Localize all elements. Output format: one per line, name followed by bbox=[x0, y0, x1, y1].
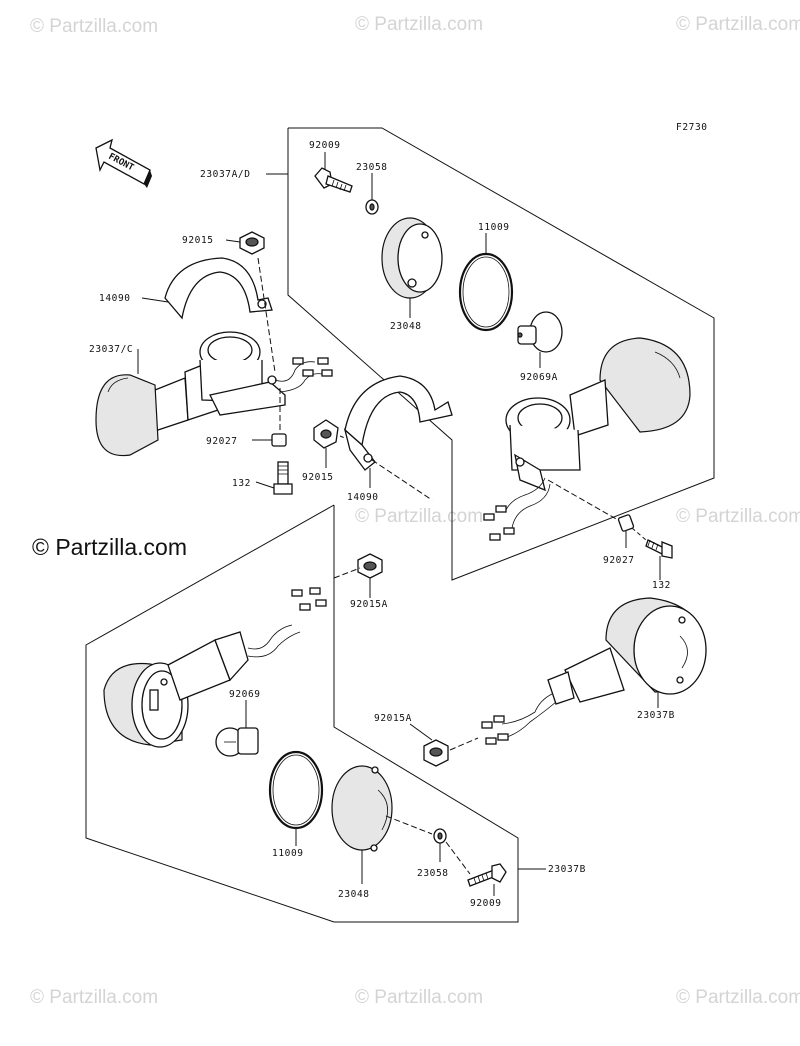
gasket-11009-top bbox=[458, 252, 514, 332]
turn-signal-lower-left bbox=[103, 587, 327, 748]
label-92069: 92069 bbox=[229, 689, 261, 700]
leader-lines bbox=[137, 152, 661, 896]
watermark-bottom-left: © Partzilla.com bbox=[30, 987, 158, 1008]
label-23037c: 23037/C bbox=[89, 344, 133, 355]
outline-upper-assembly bbox=[287, 127, 715, 581]
label-23048-top: 23048 bbox=[390, 321, 422, 332]
label-23037a-d: 23037A/D bbox=[200, 169, 251, 180]
figure-code: F2730 bbox=[676, 122, 708, 133]
watermark-bottom-right: © Partzilla.com bbox=[676, 987, 800, 1008]
label-92027-right: 92027 bbox=[603, 555, 635, 566]
screw-92009-bottom bbox=[467, 863, 507, 887]
label-132-left: 132 bbox=[232, 478, 251, 489]
label-92009-top: 92009 bbox=[309, 140, 341, 151]
bolt-132-right bbox=[645, 539, 673, 559]
turn-signal-23037a-d bbox=[483, 337, 691, 541]
outline-lower-assembly bbox=[85, 504, 519, 923]
watermark-bottom-center: © Partzilla.com bbox=[355, 987, 483, 1008]
label-92027-left: 92027 bbox=[206, 436, 238, 447]
collar-92027-right bbox=[617, 514, 635, 532]
label-132-right: 132 bbox=[652, 580, 671, 591]
label-92015-left: 92015 bbox=[182, 235, 214, 246]
label-92009-bottom: 92009 bbox=[470, 898, 502, 909]
front-arrow-icon: FRONT bbox=[95, 138, 152, 188]
label-11009-bottom: 11009 bbox=[272, 848, 304, 859]
clamp-14090-mid bbox=[343, 375, 453, 471]
gasket-11009-bottom bbox=[268, 750, 324, 830]
bulb-92069a bbox=[517, 311, 563, 353]
collar-92027-left bbox=[271, 433, 287, 447]
watermark-top-left: © Partzilla.com bbox=[30, 16, 158, 37]
watermark-mid-right: © Partzilla.com bbox=[676, 506, 800, 527]
clamp-14090-left bbox=[164, 257, 273, 320]
turn-signal-23037b bbox=[481, 597, 707, 745]
screw-92009-top bbox=[314, 167, 353, 193]
turn-signal-23037c bbox=[95, 331, 333, 457]
watermark-mid-center: © Partzilla.com bbox=[355, 506, 483, 527]
label-14090-left: 14090 bbox=[99, 293, 131, 304]
label-23048-bottom: 23048 bbox=[338, 889, 370, 900]
label-92015-mid: 92015 bbox=[302, 472, 334, 483]
nut-92015-mid bbox=[313, 419, 339, 449]
label-11009-top: 11009 bbox=[478, 222, 510, 233]
label-23037b-right: 23037B bbox=[637, 710, 675, 721]
bolt-132-left bbox=[273, 461, 293, 495]
watermark-top-center: © Partzilla.com bbox=[355, 14, 483, 35]
label-23058-top: 23058 bbox=[356, 162, 388, 173]
watermark-large: © Partzilla.com bbox=[32, 534, 187, 560]
lens-23048-top bbox=[381, 217, 443, 299]
label-92069a: 92069A bbox=[520, 372, 558, 383]
nut-92015-left bbox=[239, 231, 265, 255]
label-14090-mid: 14090 bbox=[347, 492, 379, 503]
label-23037b-bottom: 23037B bbox=[548, 864, 586, 875]
watermark-top-right: © Partzilla.com bbox=[676, 14, 800, 35]
bulb-92069 bbox=[215, 727, 259, 757]
label-92015a-bottom: 92015A bbox=[374, 713, 412, 724]
nut-92015a-bottom bbox=[423, 739, 449, 767]
lens-23048-bottom bbox=[331, 765, 393, 852]
washer-23058-bottom bbox=[433, 828, 447, 844]
washer-23058-top bbox=[365, 199, 379, 215]
nut-92015a-top bbox=[357, 553, 383, 579]
label-23058-bottom: 23058 bbox=[417, 868, 449, 879]
label-92015a-top: 92015A bbox=[350, 599, 388, 610]
